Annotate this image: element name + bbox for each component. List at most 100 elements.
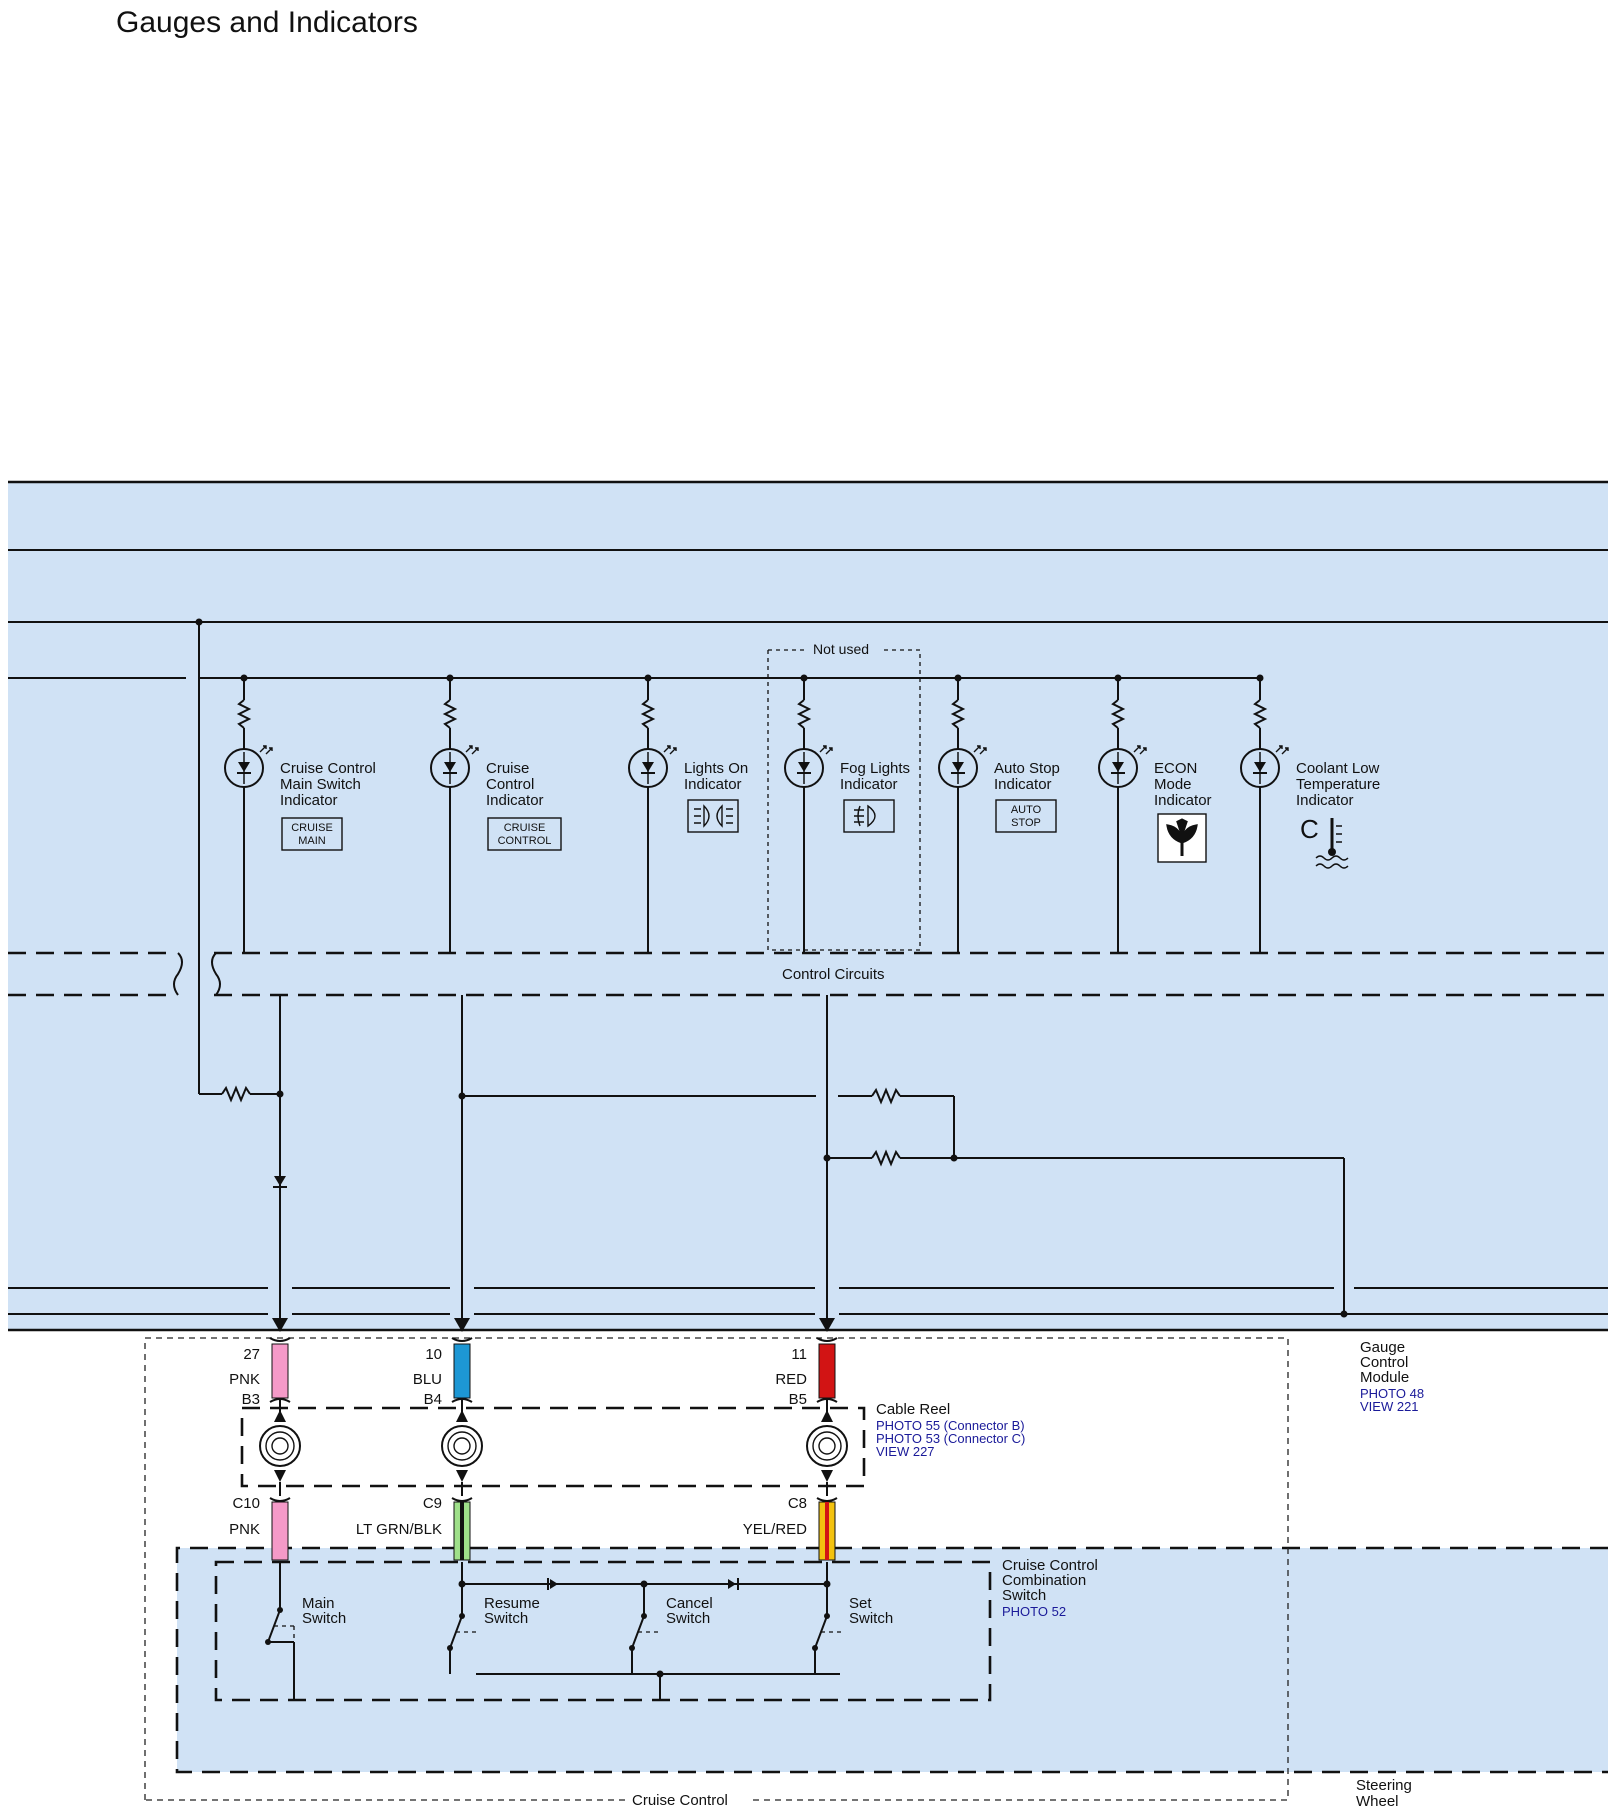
indicator-label: Indicator	[280, 792, 338, 809]
switch-label: Resume	[484, 1595, 540, 1612]
pin-number: 11	[791, 1346, 807, 1363]
wire-segment	[818, 1343, 836, 1399]
indicator-label: Main Switch	[280, 776, 361, 793]
indicator-badge	[281, 817, 343, 851]
switch-label: Switch	[849, 1610, 893, 1627]
connector-id: C10	[232, 1495, 260, 1512]
indicator-label: Cruise	[486, 760, 529, 777]
coolant-temp-icon: C	[1300, 814, 1349, 869]
connector-id: B4	[424, 1391, 442, 1408]
combination-switch-label-2: Combination	[1002, 1572, 1086, 1589]
indicator-label: ECON	[1154, 760, 1197, 777]
gauge-module-label: Gauge	[1360, 1339, 1405, 1356]
connector-id: B5	[789, 1391, 807, 1408]
indicator-label: Fog Lights	[840, 760, 910, 777]
pin-number: 10	[425, 1346, 442, 1363]
indicator-label: Indicator	[840, 776, 898, 793]
wire-color: PNK	[229, 1371, 260, 1388]
wire-segment	[271, 1501, 289, 1561]
combination-switch-label-3: Switch	[1002, 1587, 1046, 1604]
indicator-label: Lights On	[684, 760, 748, 777]
svg-text:STOP: STOP	[1011, 817, 1041, 829]
steering-wheel-label: Steering	[1356, 1777, 1412, 1794]
cable-reel-coil-icon	[259, 1425, 301, 1467]
page-title: Gauges and Indicators	[116, 6, 418, 39]
svg-text:CONTROL: CONTROL	[498, 835, 552, 847]
resistor	[442, 699, 458, 729]
cable-reel-box	[240, 1406, 866, 1488]
indicator-label: Indicator	[684, 776, 742, 793]
wire-color: YEL/RED	[743, 1521, 807, 1538]
switch-label: Switch	[302, 1610, 346, 1627]
cruise-control-label: Cruise Control	[632, 1792, 728, 1809]
indicator-label: Indicator	[994, 776, 1052, 793]
gauge-module-photo-ref[interactable]: PHOTO 48	[1360, 1386, 1424, 1401]
combination-switch-box	[214, 1560, 992, 1702]
wire-color: RED	[775, 1371, 807, 1388]
wire-color: LT GRN/BLK	[356, 1521, 442, 1538]
cable-reel-coil-icon	[806, 1425, 848, 1467]
econ-leaf-icon	[1157, 813, 1207, 863]
cable-reel-photo-ref-c[interactable]: PHOTO 53 (Connector C)	[876, 1431, 1025, 1446]
steering-wheel-panel	[177, 1548, 1608, 1772]
diode	[550, 1579, 558, 1589]
indicator-label: Indicator	[1154, 792, 1212, 809]
resistor	[871, 1087, 901, 1105]
svg-text:C: C	[1300, 814, 1319, 844]
cable-reel-photo-ref-b[interactable]: PHOTO 55 (Connector B)	[876, 1418, 1025, 1433]
switch-label: Switch	[484, 1610, 528, 1627]
gauge-module-panel	[8, 482, 1608, 1330]
resistor	[1110, 699, 1126, 729]
indicator-badge	[995, 799, 1057, 833]
gauge-module-view-ref[interactable]: VIEW 221	[1360, 1399, 1419, 1414]
indicator-label: Temperature	[1296, 776, 1380, 793]
pin-number: 27	[243, 1346, 260, 1363]
connector-id: C8	[788, 1495, 807, 1512]
resistor	[796, 699, 812, 729]
gauge-module-label-3: Module	[1360, 1369, 1409, 1386]
switch-label: Cancel	[666, 1595, 713, 1612]
lower-wire-2: C9 LT GRN/BLK	[356, 1482, 473, 1561]
wire-color: PNK	[229, 1521, 260, 1538]
resistor	[950, 699, 966, 729]
indicator-label: Indicator	[486, 792, 544, 809]
diode	[274, 1176, 286, 1186]
headlight-icon	[687, 799, 739, 833]
cable-reel-view-ref[interactable]: VIEW 227	[876, 1444, 935, 1459]
svg-text:CRUISE: CRUISE	[291, 822, 333, 834]
indicator-label: Control	[486, 776, 534, 793]
resistor	[640, 699, 656, 729]
wire-segment	[453, 1343, 471, 1399]
diode	[728, 1579, 736, 1589]
indicator-label: Coolant Low	[1296, 760, 1380, 777]
combination-switch-label: Cruise Control	[1002, 1557, 1098, 1574]
cable-reel-label: Cable Reel	[876, 1401, 950, 1418]
cruise-control-boundary	[144, 1337, 1289, 1801]
svg-text:CRUISE: CRUISE	[504, 822, 546, 834]
combination-switch-photo-ref[interactable]: PHOTO 52	[1002, 1604, 1066, 1619]
control-circuits-label: Control Circuits	[782, 966, 885, 983]
resistor	[1252, 699, 1268, 729]
indicator-badge	[487, 817, 562, 851]
wire-color: BLU	[413, 1371, 442, 1388]
connector-id: B3	[242, 1391, 260, 1408]
svg-text:AUTO: AUTO	[1011, 804, 1042, 816]
switch-label: Main	[302, 1595, 335, 1612]
cable-reel-coil-icon	[441, 1425, 483, 1467]
switch-label: Set	[849, 1595, 872, 1612]
connector-id: C9	[423, 1495, 442, 1512]
switch-label: Switch	[666, 1610, 710, 1627]
